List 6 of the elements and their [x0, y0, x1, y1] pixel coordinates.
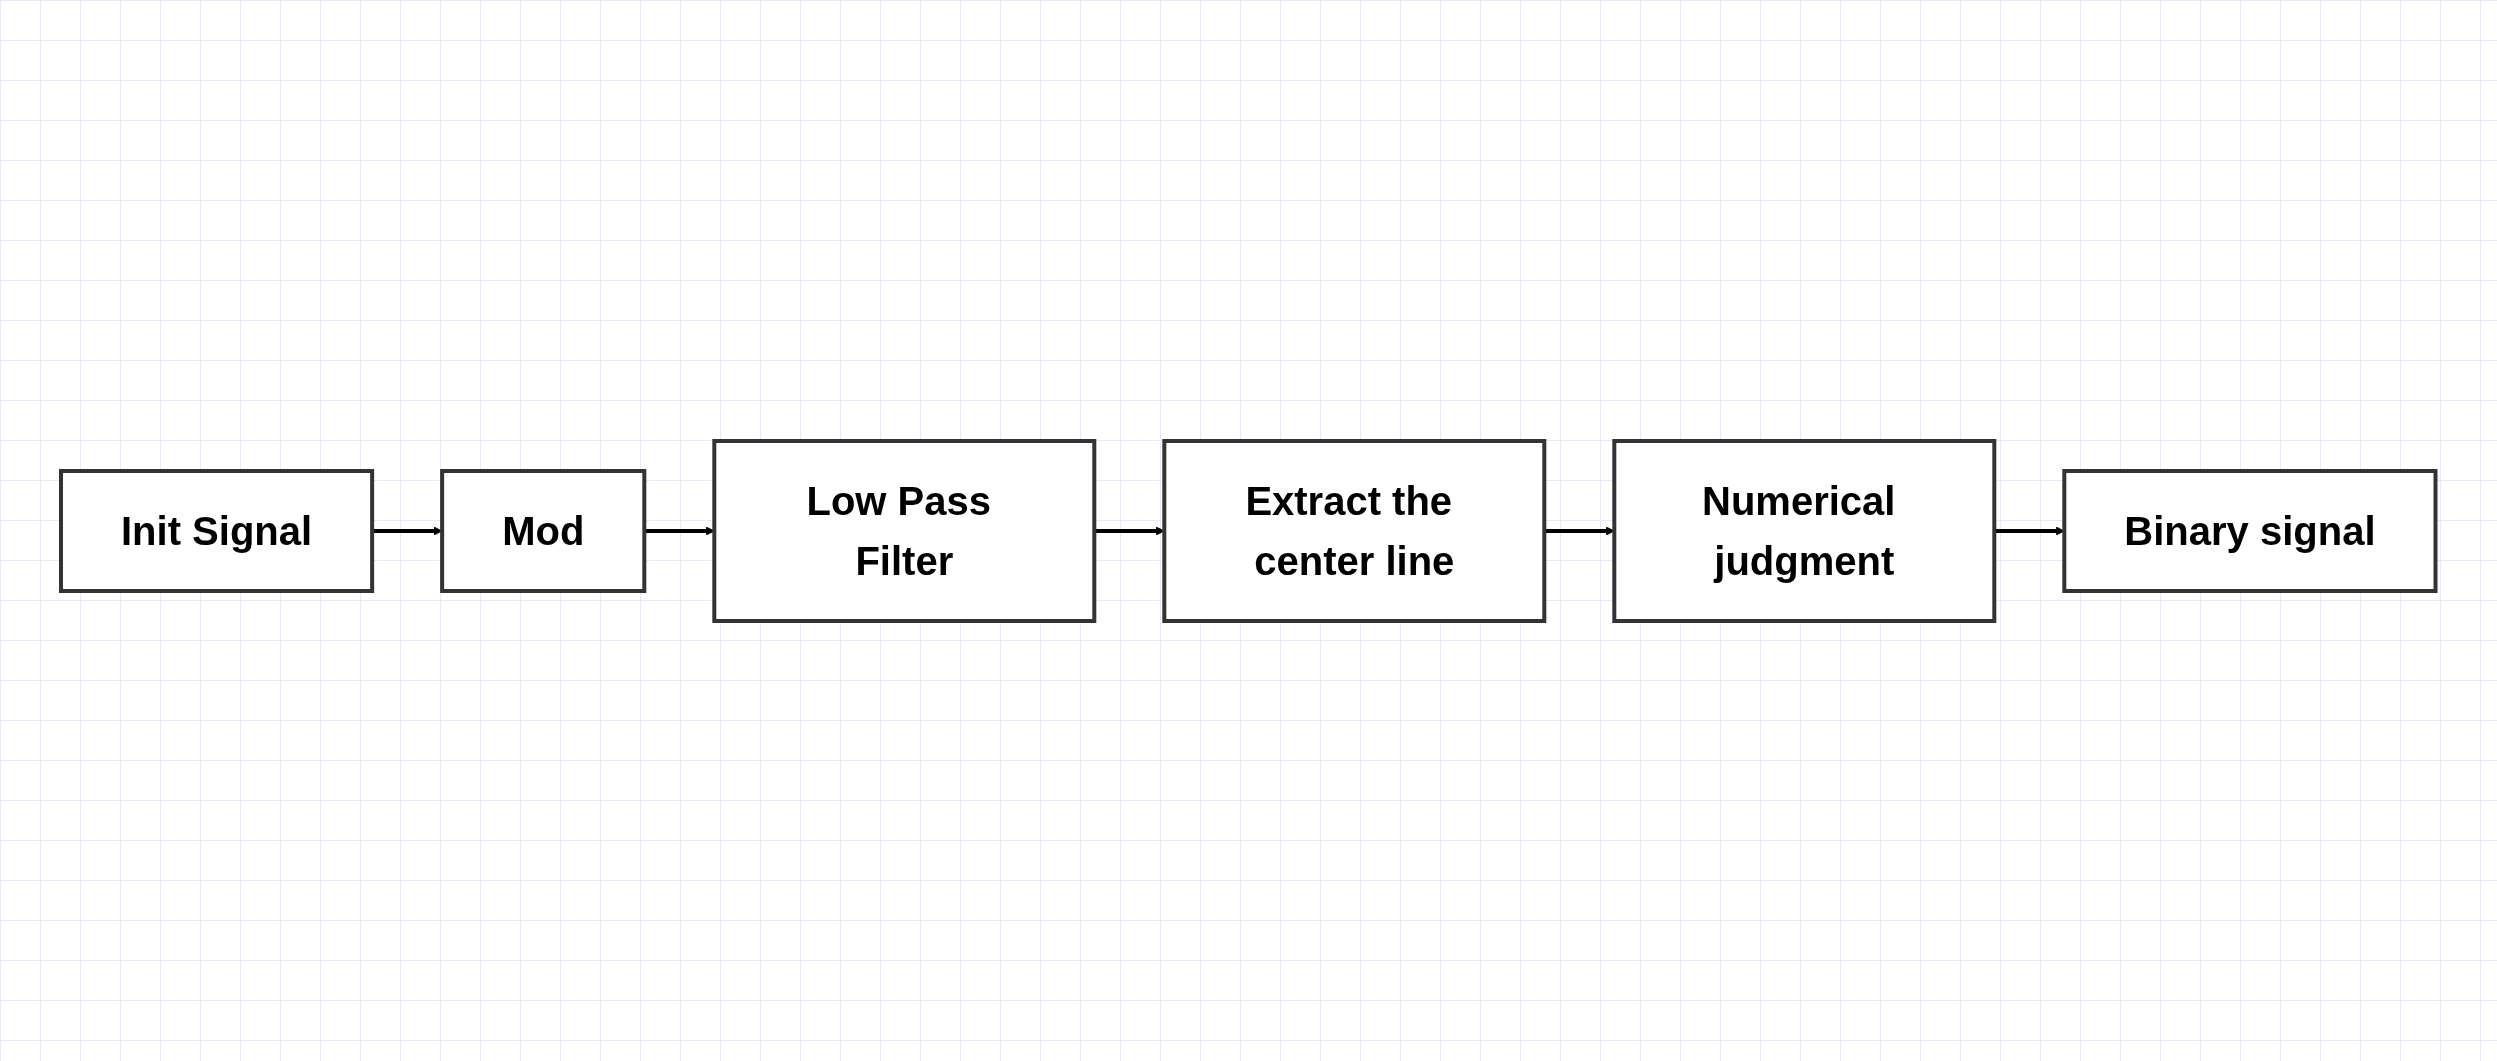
node-box: Init Signal — [59, 468, 375, 593]
node-box: Extract the center line — [1162, 438, 1547, 623]
node-box: Binary signal — [2062, 468, 2438, 593]
node-box: Numerical judgment — [1612, 438, 1997, 623]
node-box: Low Pass Filter — [712, 438, 1097, 623]
node-box: Mod — [440, 468, 647, 593]
